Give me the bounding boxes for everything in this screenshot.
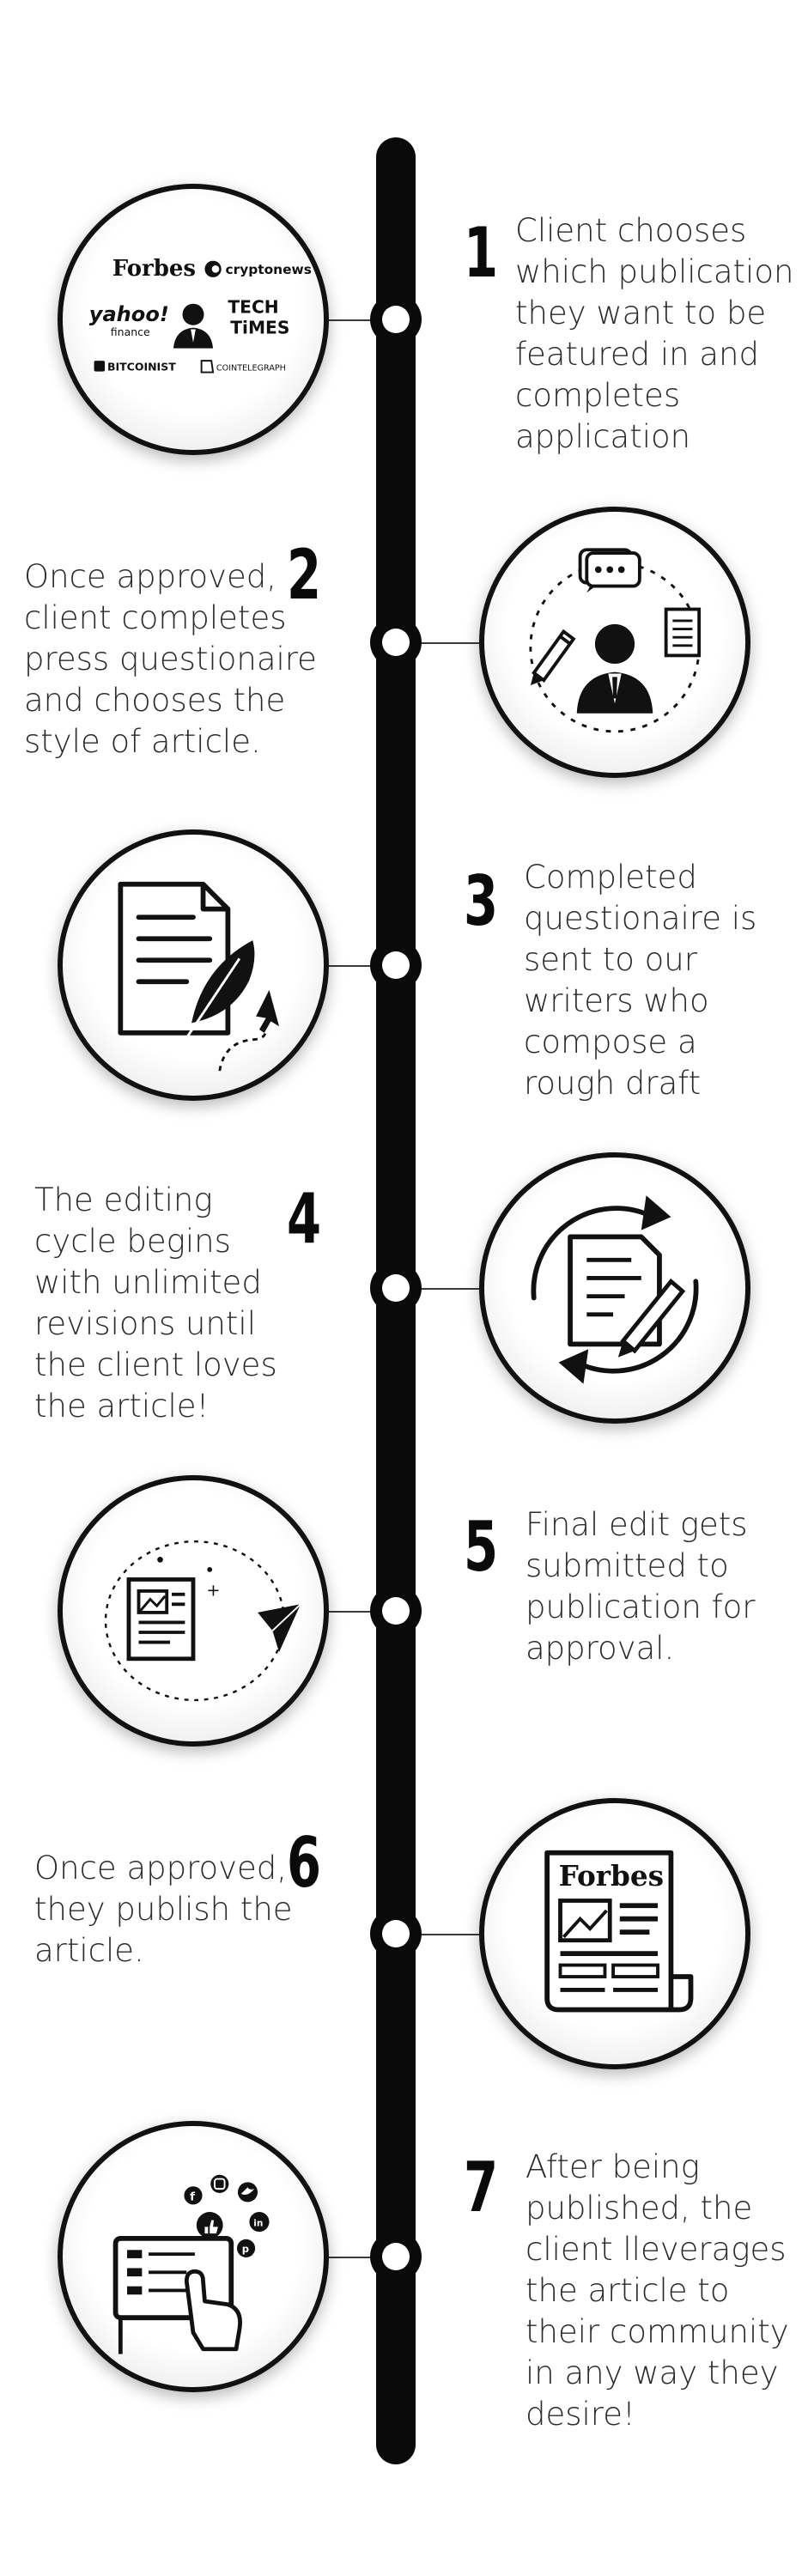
step-7-circle: f in p [58,2121,329,2392]
connector-4 [397,1288,479,1290]
newspaper-icon: Forbes [544,1850,694,2013]
newspaper-masthead: Forbes [559,1859,665,1893]
svg-text:f: f [190,2191,195,2204]
pointing-hand-icon [184,2269,242,2352]
step-5-circle: + [58,1475,329,1747]
timeline-node-1 [370,294,422,345]
feather-icon [185,940,255,1039]
techtimes-logo-line1: TECH [228,296,278,317]
cryptonews-mark-inner [211,264,220,273]
step-4-circle [479,1152,750,1424]
timeline-node-3 [370,939,422,991]
linkedin-icon [249,2212,270,2233]
person-icon [576,623,653,714]
chat-bubble-icon [578,548,641,593]
connector-2 [397,642,479,644]
timeline-node-4 [370,1262,422,1314]
cursor-arrow-icon [256,989,280,1033]
yahoo-logo: yahoo! [89,302,169,326]
step-6-number: 6 [287,1823,321,1903]
svg-text:in: in [253,2218,263,2228]
step-3-number: 3 [464,861,498,941]
bitcoinist-mark [94,361,106,372]
cointelegraph-mark [200,360,215,374]
instagram-icon [210,2174,229,2193]
pencil-icon [530,629,576,686]
connector-3 [326,965,395,967]
techtimes-logo-line2: TiMES [230,317,289,337]
timeline-node-6 [370,1908,422,1959]
pinterest-icon [236,2239,256,2257]
social-tablet-icon: f in p [112,2174,270,2354]
step-1-number: 1 [464,213,498,293]
svg-text:p: p [242,2243,249,2255]
forbes-logo: Forbes [112,256,196,282]
step-5-number: 5 [464,1507,498,1587]
step-3-circle [58,829,329,1101]
like-icon [196,2212,223,2239]
yahoo-finance-sub: finance [111,325,150,338]
connector-5 [326,1611,395,1613]
questionnaire-person-icon [529,548,702,733]
step-7-number: 7 [464,2148,498,2227]
timeline-node-5 [370,1585,422,1637]
publication-logos-icon: Forbes cryptonews yahoo! finance TECH Ti… [89,256,312,374]
step-6-circle: Forbes [479,1798,750,2069]
submit-paper-plane-icon: + [104,1540,301,1702]
step-2-circle [479,507,750,778]
document-icon [664,607,702,658]
facebook-icon [184,2186,203,2205]
connector-6 [397,1934,479,1935]
bitcoinist-logo: BITCOINIST [107,361,176,374]
paper-plane-icon [258,1603,301,1653]
timeline-node-2 [370,617,422,668]
revision-cycle-icon [531,1195,699,1384]
timeline-node-7 [370,2231,422,2282]
step-2-number: 2 [287,535,321,615]
svg-text:+: + [206,1581,220,1601]
connector-1 [326,319,395,321]
document-quill-icon [118,881,280,1072]
step-1-circle: Forbes cryptonews yahoo! finance TECH Ti… [58,184,329,455]
cryptonews-logo: cryptonews [226,262,312,277]
connector-7 [326,2257,395,2258]
person-silhouette-icon [173,303,214,349]
cointelegraph-logo: COINTELEGRAPH [216,364,286,374]
step-4-number: 4 [287,1179,321,1259]
pen-icon [617,1278,686,1358]
